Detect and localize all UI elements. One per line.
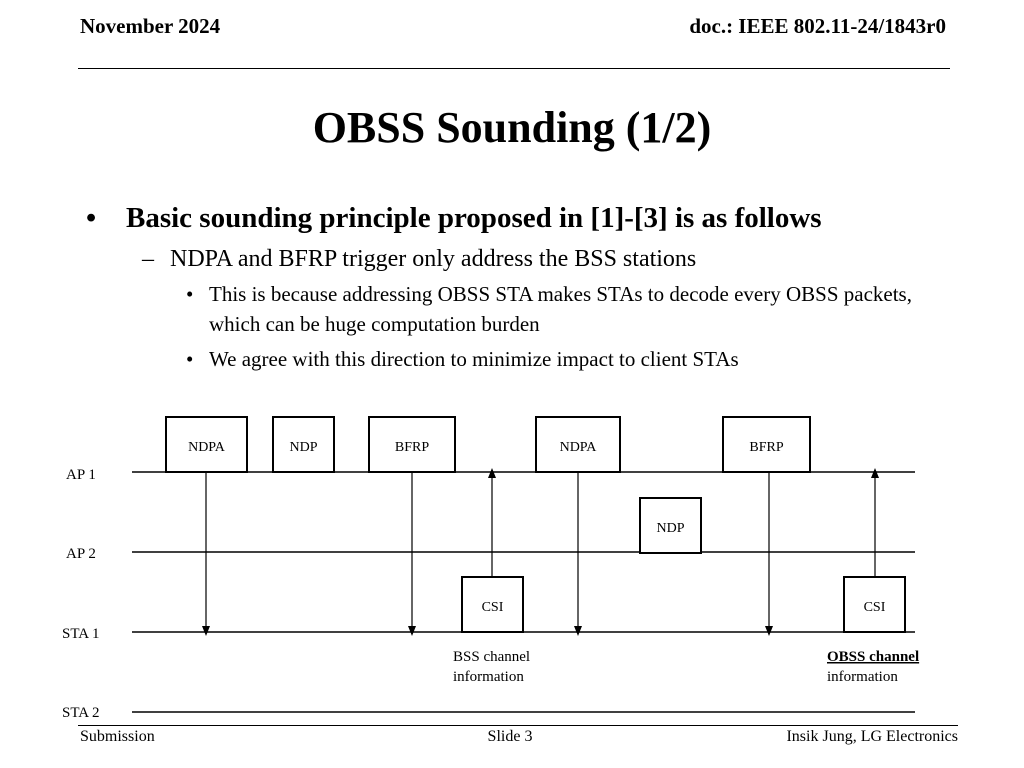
ndpa-frame-1 — [165, 416, 248, 473]
bullet-level2: NDPA and BFRP trigger only address the B… — [78, 244, 978, 275]
lane-label-ap1: AP 1 — [66, 467, 96, 483]
note-obss-line2: information — [827, 669, 898, 685]
footer-submission: Submission — [80, 728, 155, 745]
footer-divider — [78, 725, 958, 726]
ndpa-frame-1-label: NDPA — [188, 440, 226, 455]
note-bss-line1: BSS channel — [453, 649, 530, 665]
lane-label-sta2: STA 2 — [62, 705, 100, 721]
header-date: November 2024 — [80, 14, 221, 38]
csi-frame-1 — [461, 576, 524, 633]
bfrp-frame-2 — [722, 416, 811, 473]
csi-frame-2 — [843, 576, 906, 633]
note-bss-line2: information — [453, 669, 524, 685]
slide-title: OBSS Sounding (1/2) — [312, 103, 712, 152]
bullet-list: Basic sounding principle proposed in [1]… — [78, 200, 978, 375]
ndp-frame-2 — [639, 497, 702, 554]
footer-slide-number: Slide 3 — [487, 728, 533, 745]
footer-author: Insik Jung, LG Electronics — [786, 728, 958, 745]
csi-frame-1-label: CSI — [482, 600, 504, 615]
bullet-level3-item: This is because addressing OBSS STA make… — [78, 279, 929, 340]
note-obss-line1: OBSS channel — [827, 649, 919, 665]
lane-label-sta1: STA 1 — [62, 626, 100, 642]
header-divider — [78, 68, 950, 69]
header-doc-id: doc.: IEEE 802.11-24/1843r0 — [689, 14, 946, 38]
ndp-frame-1 — [272, 416, 335, 473]
csi-frame-2-label: CSI — [864, 600, 886, 615]
ndpa-frame-2 — [535, 416, 621, 473]
bullet-level3-item: We agree with this direction to minimize… — [78, 344, 929, 375]
bullet-level1: Basic sounding principle proposed in [1]… — [78, 200, 978, 238]
lane-label-ap2: AP 2 — [66, 546, 96, 562]
bfrp-frame-2-label: BFRP — [749, 440, 783, 455]
bfrp-frame-1 — [368, 416, 456, 473]
ndp-frame-1-label: NDP — [289, 440, 317, 455]
bfrp-frame-1-label: BFRP — [395, 440, 429, 455]
ndp-frame-2-label: NDP — [656, 521, 684, 536]
ndpa-frame-2-label: NDPA — [560, 440, 598, 455]
